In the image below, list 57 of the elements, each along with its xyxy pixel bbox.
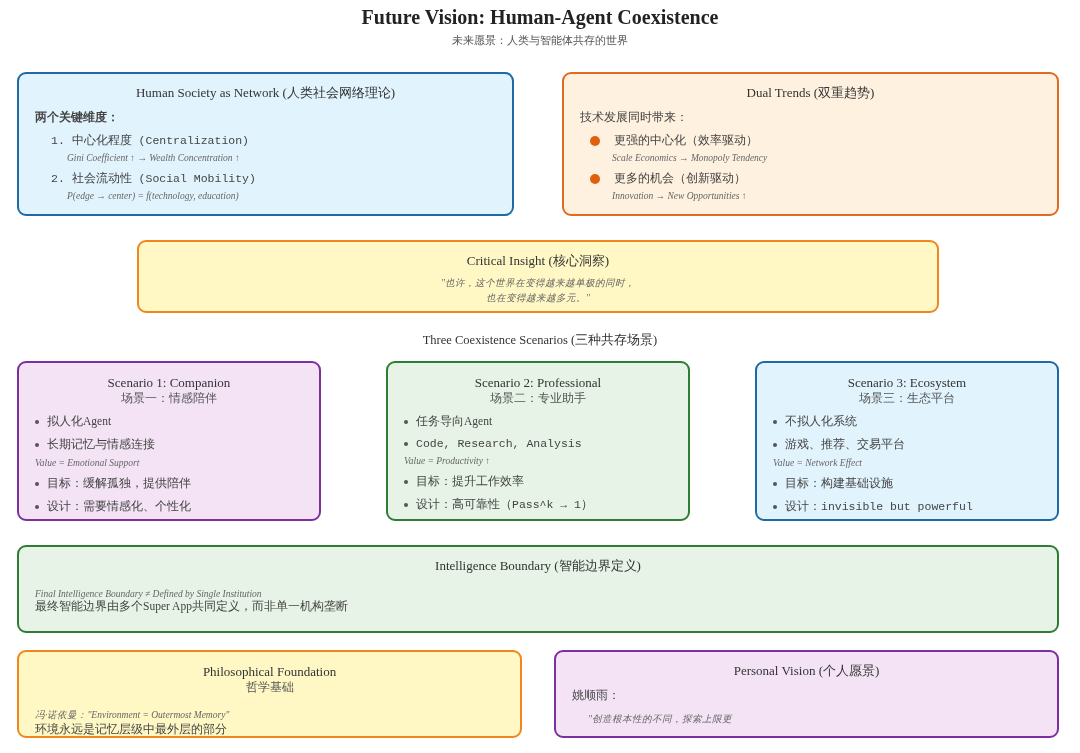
card-subtitle: 场景二：专业助手 (489, 391, 587, 406)
formula-text: Gini Coefficient ↑ → Wealth Concentration ↑ (67, 153, 241, 163)
card-subtitle: 场景一：情感陪伴 (120, 391, 218, 406)
bullet-text: 设计：需要情感化、个性化 (47, 499, 191, 514)
bullet-text: 目标：构建基础设施 (785, 476, 893, 491)
intro-text: 姚顺雨： (572, 688, 621, 703)
bullet-text: 更多的机会（创新驱动） (614, 171, 746, 186)
card-heading: Scenario 1: Companion (106, 375, 232, 391)
quote-text: "创造根本性的不同，探索上限更 (588, 713, 733, 726)
section-heading: Three Coexistence Scenarios (三种共存场景) (421, 332, 659, 349)
info-card (554, 650, 1059, 738)
info-card (755, 361, 1059, 521)
diagram-title: Future Vision: Human-Agent Coexistence (360, 6, 720, 29)
card-subtitle: 场景三：生态平台 (858, 391, 956, 406)
card-heading: Personal Vision (个人愿景) (732, 662, 881, 680)
formula-text: Value = Emotional Support (35, 458, 141, 468)
info-card (562, 72, 1059, 216)
body-text: 最终智能边界由多个Super App共同定义，而非单一机构垄断 (35, 599, 349, 614)
formula-text: Value = Productivity ↑ (404, 456, 491, 466)
card-heading: Intelligence Boundary (智能边界定义) (434, 557, 642, 575)
bullet-text: 任务导向Agent (416, 414, 493, 429)
bullet-text: 游戏、推荐、交易平台 (785, 437, 905, 452)
bullet-text: 长期记忆与情感连接 (47, 437, 155, 452)
bullet-text: 设计：高可靠性（Pass^k → 1） (416, 497, 593, 512)
card-heading: Scenario 2: Professional (473, 375, 603, 391)
card-heading: Philosophical Foundation (201, 664, 338, 680)
card-heading: Critical Insight (核心洞察) (465, 252, 611, 270)
formula-text: P(edge → center) = f(technology, education) (67, 191, 240, 201)
formula-text: Scale Economics → Monopoly Tendency (612, 153, 769, 163)
bullet-text: 拟人化Agent (47, 414, 112, 429)
info-card (17, 545, 1059, 633)
intro-text: 技术发展同时带来： (580, 110, 689, 125)
bullet-text: 目标：缓解孤独，提供陪伴 (47, 476, 191, 491)
formula-text: Final Intelligence Boundary ≠ Defined by Single Institution (35, 589, 263, 599)
card-subtitle: 哲学基础 (244, 680, 295, 695)
bullet-text: 目标：提升工作效率 (416, 474, 524, 489)
formula-text: Value = Network Effect (773, 458, 863, 468)
card-heading: Dual Trends (双重趋势) (745, 84, 876, 102)
info-card (17, 650, 522, 738)
numbered-item: 2. 社会流动性 (Social Mobility) (51, 171, 257, 186)
bullet-text: 设计：invisible but powerful (785, 499, 973, 514)
numbered-item: 1. 中心化程度 (Centralization) (51, 133, 251, 148)
info-card (386, 361, 690, 521)
diagram-subtitle: 未来愿景：人类与智能体共存的世界 (451, 33, 629, 48)
body-text: 环境永远是记忆层级中最外层的部分 (35, 722, 228, 737)
intro-text: 两个关键维度： (35, 110, 120, 125)
quote-text: "也许，这个世界在变得越来越单极的同时，也在变得越来越多元。" (440, 277, 636, 306)
bullet-text: Code, Research, Analysis (416, 437, 582, 450)
info-card (17, 72, 514, 216)
info-card (137, 240, 939, 313)
bullet-text: 更强的中心化（效率驱动） (614, 133, 758, 148)
formula-text: Innovation → New Opportunities ↑ (612, 191, 748, 201)
formula-text: 冯·诺依曼："Environment = Outermost Memory" (35, 709, 231, 722)
card-heading: Human Society as Network (人类社会网络理论) (134, 84, 397, 102)
info-card (17, 361, 321, 521)
bullet-text: 不拟人化系统 (785, 414, 857, 429)
card-heading: Scenario 3: Ecosystem (846, 375, 968, 391)
